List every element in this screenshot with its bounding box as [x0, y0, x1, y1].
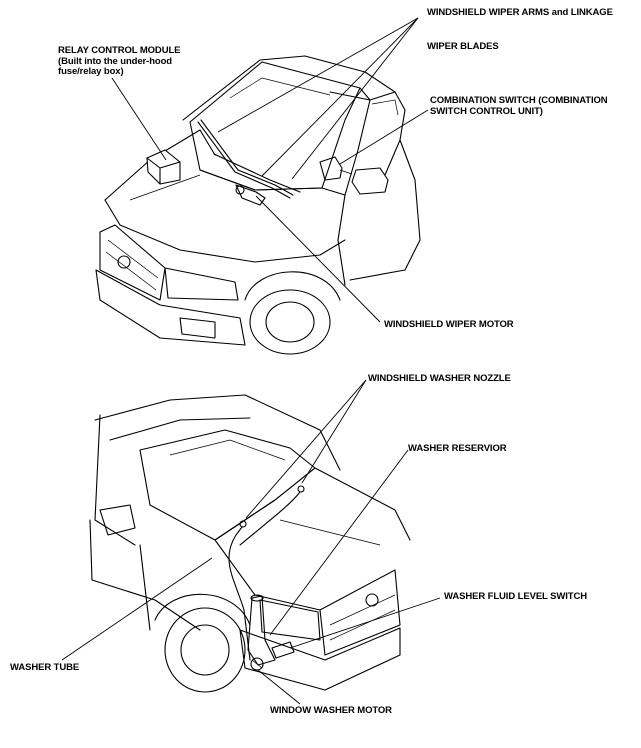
label-fluid-level-switch: WASHER FLUID LEVEL SWITCH — [444, 591, 587, 602]
washer-nozzle-left — [239, 520, 247, 528]
label-relay-control-module: RELAY CONTROL MODULE (Built into the und… — [58, 45, 181, 77]
label-wiper-blades: WIPER BLADES — [427, 41, 499, 52]
washer-reservoir — [247, 595, 276, 666]
windshield-rear-view — [139, 429, 316, 541]
front-wheel-bottom — [164, 607, 246, 693]
fluid-level-switch — [271, 641, 295, 659]
label-washer-motor: WINDOW WASHER MOTOR — [270, 705, 392, 716]
washer-motor — [250, 657, 264, 671]
side-mirror — [351, 167, 389, 195]
washer-tube — [228, 526, 251, 661]
label-washer-nozzle: WINDSHIELD WASHER NOZZLE — [368, 373, 511, 384]
combination-switch — [319, 156, 343, 181]
wiper-arm-left — [197, 121, 291, 199]
label-washer-tube: WASHER TUBE — [10, 662, 80, 673]
label-wiper-arms: WINDSHIELD WIPER ARMS and LINKAGE — [427, 7, 613, 18]
label-washer-reservoir: WASHER RESERVIOR — [408, 443, 507, 454]
grille — [99, 224, 166, 301]
label-wiper-motor: WINDSHIELD WIPER MOTOR — [384, 319, 514, 330]
label-combination-switch: COMBINATION SWITCH (COMBINATION SWITCH C… — [430, 95, 608, 117]
wiper-arm-right — [213, 153, 301, 193]
wiper-motor — [235, 184, 266, 206]
washer-nozzle-right — [297, 485, 305, 493]
front-wheel — [249, 289, 331, 355]
